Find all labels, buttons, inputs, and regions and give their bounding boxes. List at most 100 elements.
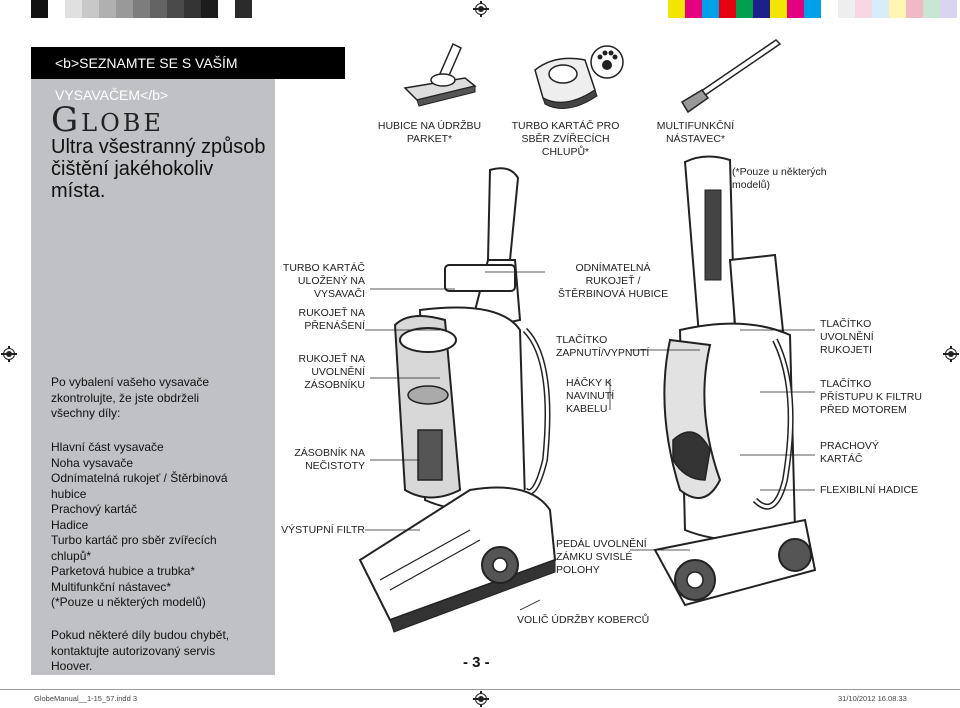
color-swatch xyxy=(719,0,736,18)
label-line: TLAČÍTKO xyxy=(820,318,872,330)
label-line: TLAČÍTKO xyxy=(556,334,608,346)
intro-line: všechny díly: xyxy=(51,406,121,420)
registration-mark-top xyxy=(473,1,489,17)
list-item: Odnímatelná rukojeť / Štěrbinová xyxy=(51,471,228,485)
vacuum-rear-illustration xyxy=(653,155,817,607)
color-swatch xyxy=(872,0,889,18)
color-swatch xyxy=(184,0,201,18)
color-swatch xyxy=(116,0,133,18)
label-pedal: PEDÁL UVOLNĚNÍ ZÁMKU SVISLÉ POLOHY xyxy=(556,538,647,577)
label-line: PARKET* xyxy=(406,133,453,145)
sidebar-panel xyxy=(31,47,275,675)
vacuum-front-illustration xyxy=(358,167,557,633)
model-note: (*Pouze u některých modelů) xyxy=(732,166,827,192)
color-swatch xyxy=(804,0,821,18)
list-item: chlupů* xyxy=(51,548,92,563)
color-swatch xyxy=(787,0,804,18)
label-line: RUKOJEŤ / xyxy=(585,275,641,287)
label-carpet-selector: VOLIČ ÚDRŽBY KOBERCŮ xyxy=(517,614,649,627)
label-line: ZÁMKU SVISLÉ xyxy=(556,551,633,563)
color-swatch xyxy=(133,0,150,18)
color-swatch xyxy=(201,0,218,18)
contact-text: Pokud některé díly budou chybět, kontakt… xyxy=(51,628,281,675)
label-line: ŠTĚRBINOVÁ HUBICE xyxy=(557,288,669,300)
label-line: NAVINUTÍ xyxy=(566,390,615,402)
contact-line: Pokud některé díly budou chybět, xyxy=(51,628,230,642)
label-line: FLEXIBILNÍ HADICE xyxy=(820,484,919,496)
color-swatch xyxy=(753,0,770,18)
label-line: VÝSTUPNÍ FILTR xyxy=(281,524,365,536)
color-bar-left xyxy=(31,0,269,18)
color-swatch xyxy=(957,0,960,18)
multi-tool-illustration xyxy=(680,39,782,114)
label-line: NÁSTAVEC* xyxy=(665,133,726,145)
label-line: TURBO KARTÁČ xyxy=(282,262,365,274)
label-line: (*Pouze u některých xyxy=(732,166,827,178)
color-swatch xyxy=(99,0,116,18)
label-line: PEDÁL UVOLNĚNÍ xyxy=(556,538,647,550)
color-swatch xyxy=(923,0,940,18)
accessory-label-parquet: HUBICE NA ÚDRŽBU PARKET* xyxy=(372,120,487,146)
tagline: Ultra všestranný způsob čištění jakéhoko… xyxy=(51,136,291,202)
intro-line: zkontrolujte, že jste obdrželi xyxy=(51,390,200,405)
color-swatch xyxy=(702,0,719,18)
tagline-line: místa. xyxy=(51,180,106,202)
label-line: POLOHY xyxy=(556,564,600,576)
contact-line: kontaktujte autorizovaný servis xyxy=(51,643,216,658)
list-item: Turbo kartáč pro sběr zvířecích xyxy=(51,533,217,547)
intro-line: Po vybalení vašeho vysavače xyxy=(51,375,210,389)
accessory-label-multi: MULTIFUNKČNÍ NÁSTAVEC* xyxy=(638,120,753,146)
color-swatch xyxy=(218,0,235,18)
label-line: PŘED MOTOREM xyxy=(820,404,907,416)
label-line: VOLIČ ÚDRŽBY KOBERCŮ xyxy=(517,614,650,626)
label-line: NEČISTOTY xyxy=(305,460,365,472)
turbo-brush-illustration xyxy=(534,45,624,109)
color-swatch xyxy=(252,0,269,18)
label-line: TLAČÍTKO xyxy=(820,378,872,390)
list-item: hubice xyxy=(51,486,87,501)
label-removable-handle: ODNÍMATELNÁ RUKOJEŤ / ŠTĚRBINOVÁ HUBICE xyxy=(553,262,673,301)
label-line: PŘÍSTUPU K FILTRU xyxy=(820,391,922,403)
list-item: (*Pouze u některých modelů) xyxy=(51,595,206,609)
label-line: KABELU xyxy=(566,403,608,415)
label-line: CHLUPŮ* xyxy=(541,146,590,158)
list-item: Parketová hubice a trubka* xyxy=(51,564,196,578)
color-swatch xyxy=(31,0,48,18)
parquet-nozzle-illustration xyxy=(403,42,477,107)
label-line: ULOŽENÝ NA xyxy=(297,275,365,287)
tagline-line: čištění jakéhokoliv xyxy=(51,158,214,180)
label-line: ZAPNUTÍ/VYPNUTÍ xyxy=(556,347,650,359)
color-swatch xyxy=(889,0,906,18)
label-line: MULTIFUNKČNÍ xyxy=(656,120,735,132)
registration-mark-bottom xyxy=(473,691,489,707)
page-number: - 3 - xyxy=(463,654,490,671)
label-line: TURBO KARTÁČ PRO xyxy=(511,120,620,132)
label-line: HUBICE NA ÚDRŽBU xyxy=(377,120,482,132)
list-item: Prachový kartáč xyxy=(51,502,138,516)
color-swatch xyxy=(235,0,252,18)
label-line: UVOLNĚNÍ xyxy=(820,331,874,343)
label-line: RUKOJEŤ NA xyxy=(298,353,365,365)
label-line: VYSAVAČI xyxy=(314,288,365,300)
label-line: ODNÍMATELNÁ xyxy=(575,262,651,274)
label-line: RUKOJETI xyxy=(820,344,872,356)
color-swatch xyxy=(736,0,753,18)
color-swatch xyxy=(48,0,65,18)
color-bar-right xyxy=(668,0,960,18)
label-line: UVOLNĚNÍ xyxy=(311,366,365,378)
color-swatch xyxy=(770,0,787,18)
label-turbo-stored: TURBO KARTÁČ ULOŽENÝ NA VYSAVAČI xyxy=(270,262,365,301)
label-cord-hooks: HÁČKY K NAVINUTÍ KABELU xyxy=(566,377,614,416)
label-flexible-hose: FLEXIBILNÍ HADICE xyxy=(820,484,918,497)
color-swatch xyxy=(821,0,838,18)
list-item: Noha vysavače xyxy=(51,455,134,470)
color-swatch xyxy=(940,0,957,18)
label-dust-brush: PRACHOVÝ KARTÁČ xyxy=(820,440,879,466)
accessory-label-turbo: TURBO KARTÁČ PRO SBĚR ZVÍŘECÍCH CHLUPŮ* xyxy=(508,120,623,159)
color-swatch xyxy=(167,0,184,18)
list-item: Hlavní část vysavače xyxy=(51,440,164,454)
label-line: PŘENÁŠENÍ xyxy=(304,320,365,332)
registration-mark-right xyxy=(943,346,959,362)
label-carry-handle: RUKOJEŤ NA PŘENÁŠENÍ xyxy=(270,307,365,333)
